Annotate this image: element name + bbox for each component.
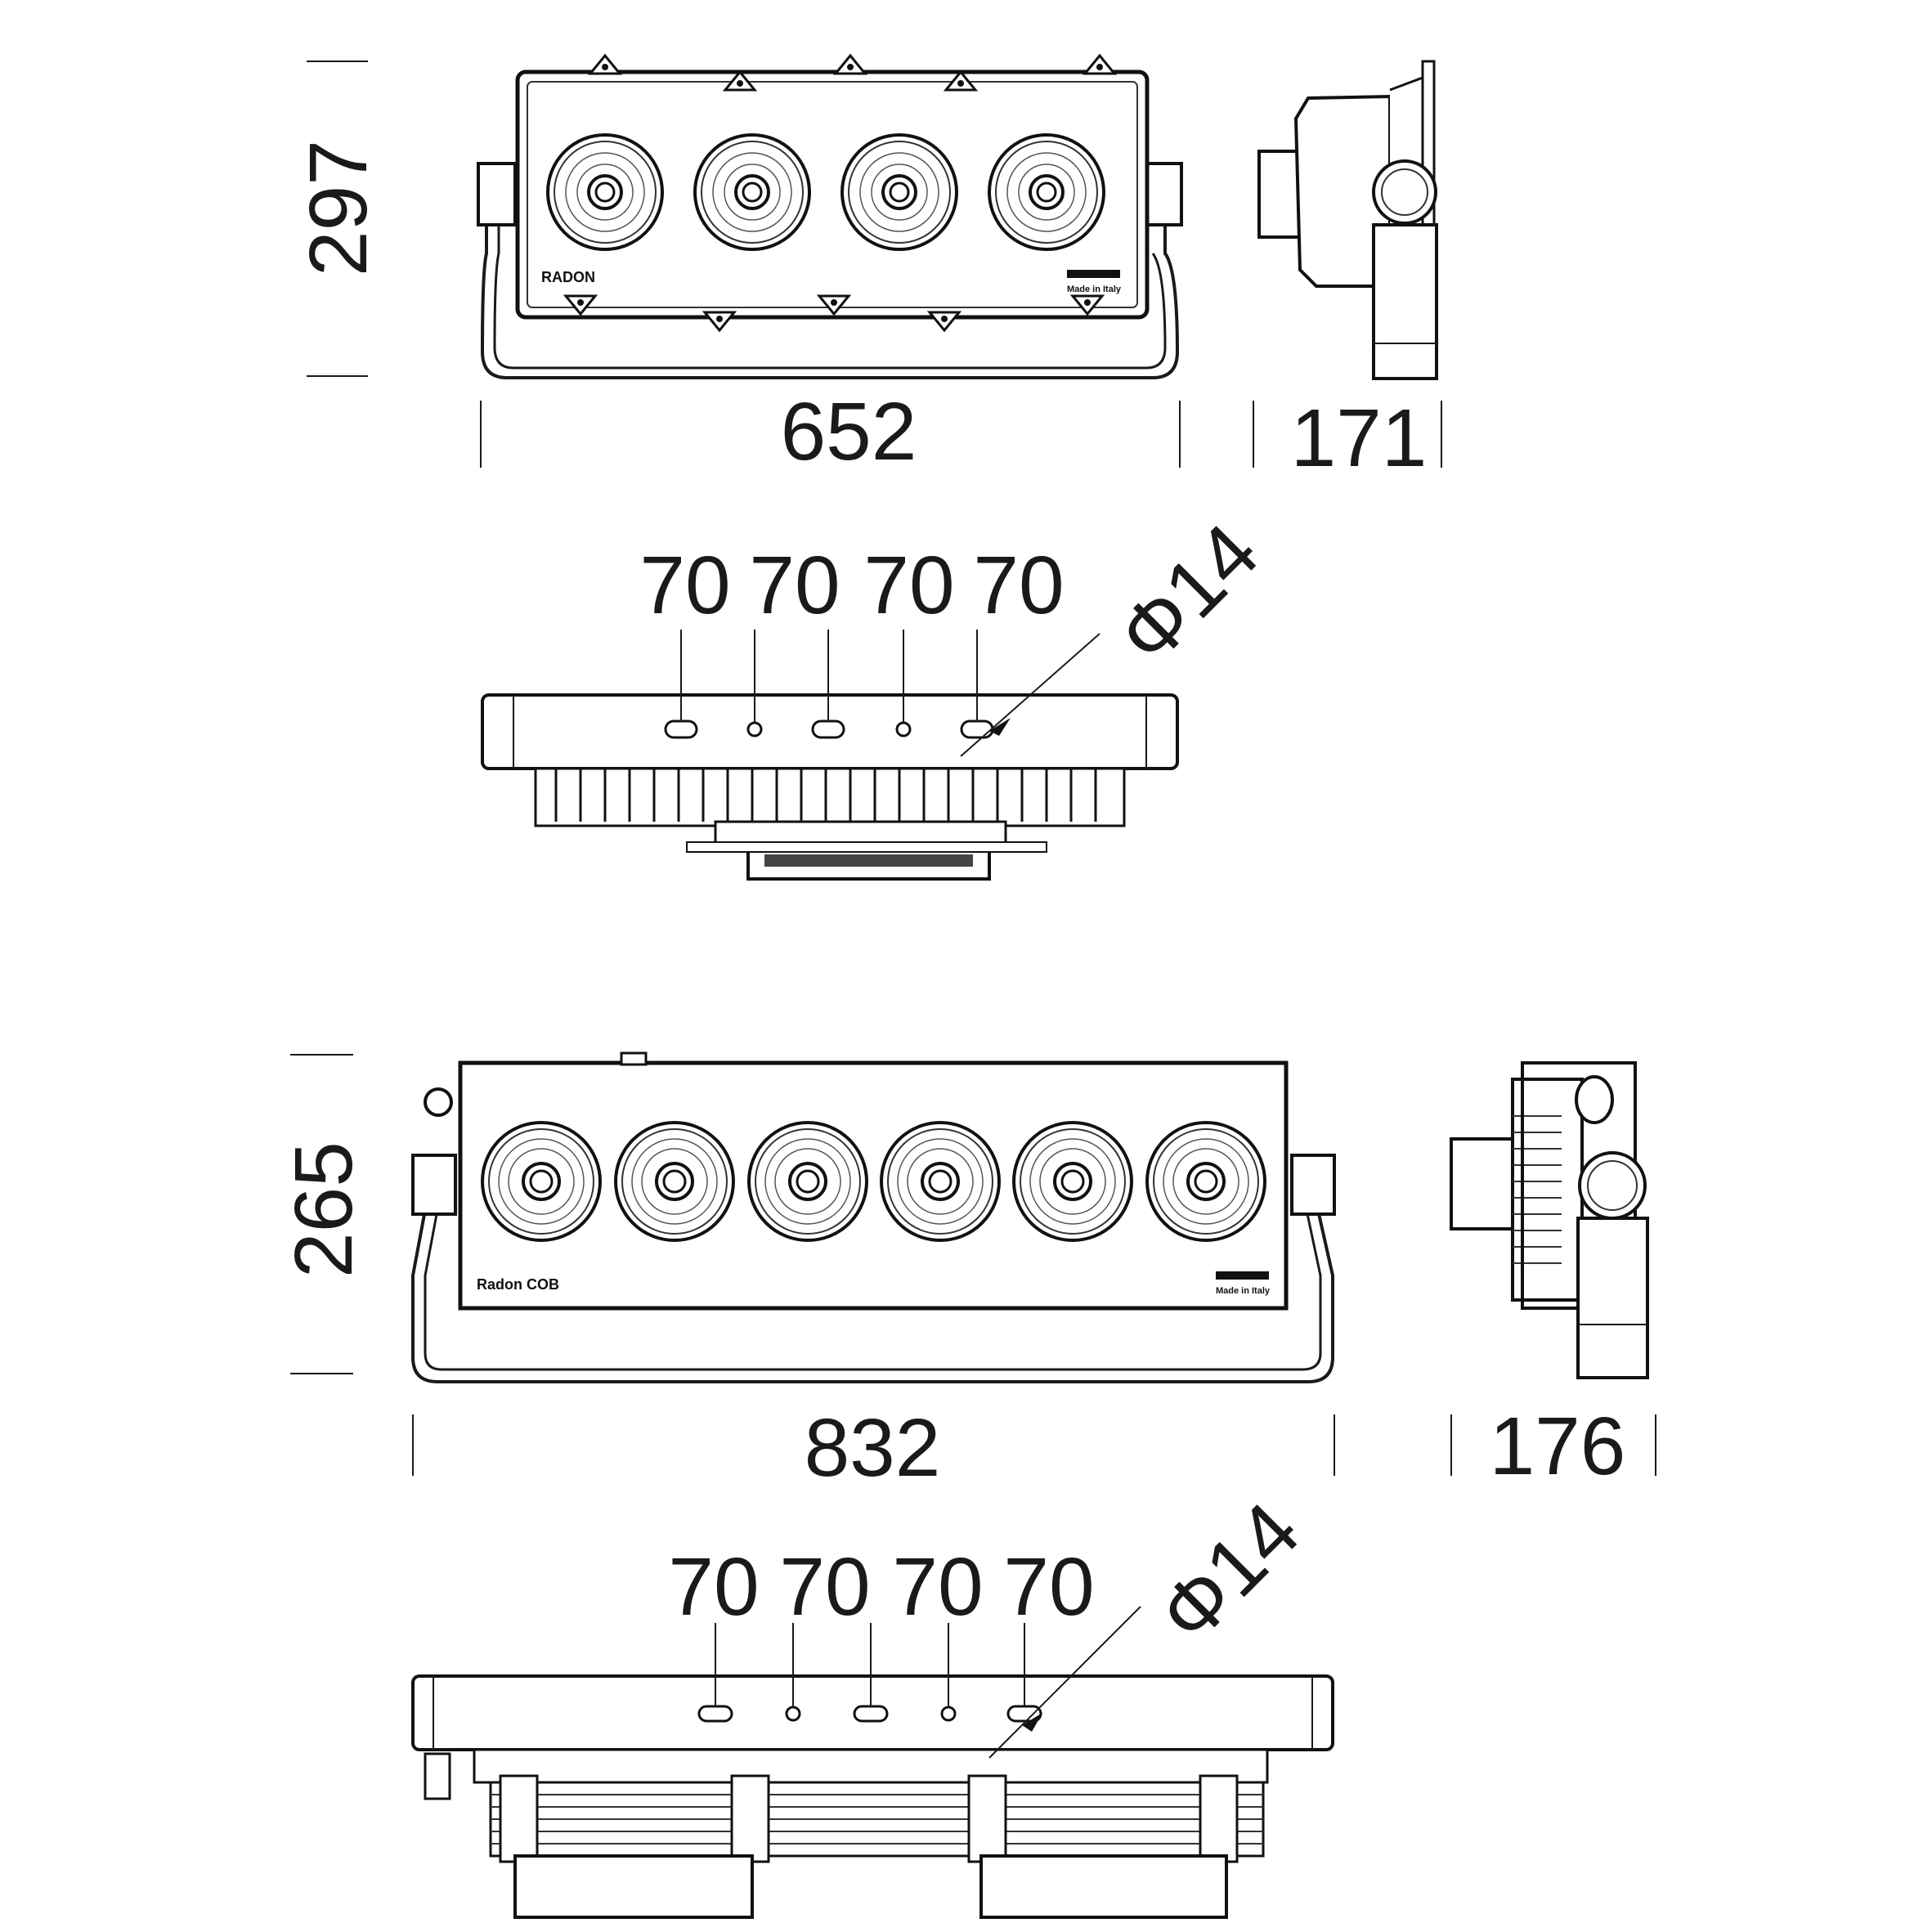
top-width-dimension: 652: [781, 386, 917, 477]
cob-brand-logo: [1216, 1271, 1269, 1280]
cob-lens-5: [1012, 1121, 1133, 1242]
top-pitch-4: 70: [973, 540, 1064, 631]
bottom-rear-view: [411, 1606, 1334, 1919]
bottom-depth-dimension: 176: [1490, 1401, 1626, 1492]
led-lens-1: [546, 133, 664, 251]
led-lens-2: [693, 133, 811, 251]
cob-lens-2: [614, 1121, 735, 1242]
cob-lens-3: [747, 1121, 868, 1242]
bottom-pitch-1: 70: [668, 1541, 759, 1633]
top-pitch-1: 70: [639, 540, 730, 631]
bottom-pitch-3: 70: [892, 1541, 983, 1633]
made-in-label: Made in Italy: [1067, 285, 1122, 294]
cob-product-name-label: Radon COB: [477, 1276, 559, 1293]
bottom-width-dimension: 832: [805, 1402, 941, 1494]
bottom-front-view: Radon COB Made in Italy: [410, 1051, 1336, 1383]
bottom-pitch-2: 70: [779, 1541, 870, 1633]
cob-lens-4: [880, 1121, 1001, 1242]
top-pitch-2: 70: [749, 540, 840, 631]
led-lens-3: [840, 133, 958, 251]
brand-logo: [1067, 270, 1120, 278]
led-lens-4: [988, 133, 1105, 251]
top-hole-diameter: Φ14: [1100, 506, 1275, 681]
bottom-pitch-4: 70: [1003, 1541, 1094, 1633]
bottom-side-view: [1450, 1061, 1649, 1379]
top-height-dimension: 297: [293, 140, 384, 276]
bottom-hole-diameter: Φ14: [1141, 1485, 1316, 1660]
cob-lens-6: [1145, 1121, 1266, 1242]
top-rear-view: [481, 630, 1179, 881]
top-pitch-3: 70: [863, 540, 954, 631]
product-name-label: RADON: [541, 269, 595, 285]
top-side-view: [1257, 60, 1438, 380]
bottom-height-dimension: 265: [278, 1141, 370, 1278]
top-front-view: RADON Made in Italy: [477, 54, 1183, 379]
cob-made-in-label: Made in Italy: [1216, 1286, 1271, 1296]
cob-lens-1: [481, 1121, 602, 1242]
top-depth-dimension: 171: [1291, 392, 1428, 484]
